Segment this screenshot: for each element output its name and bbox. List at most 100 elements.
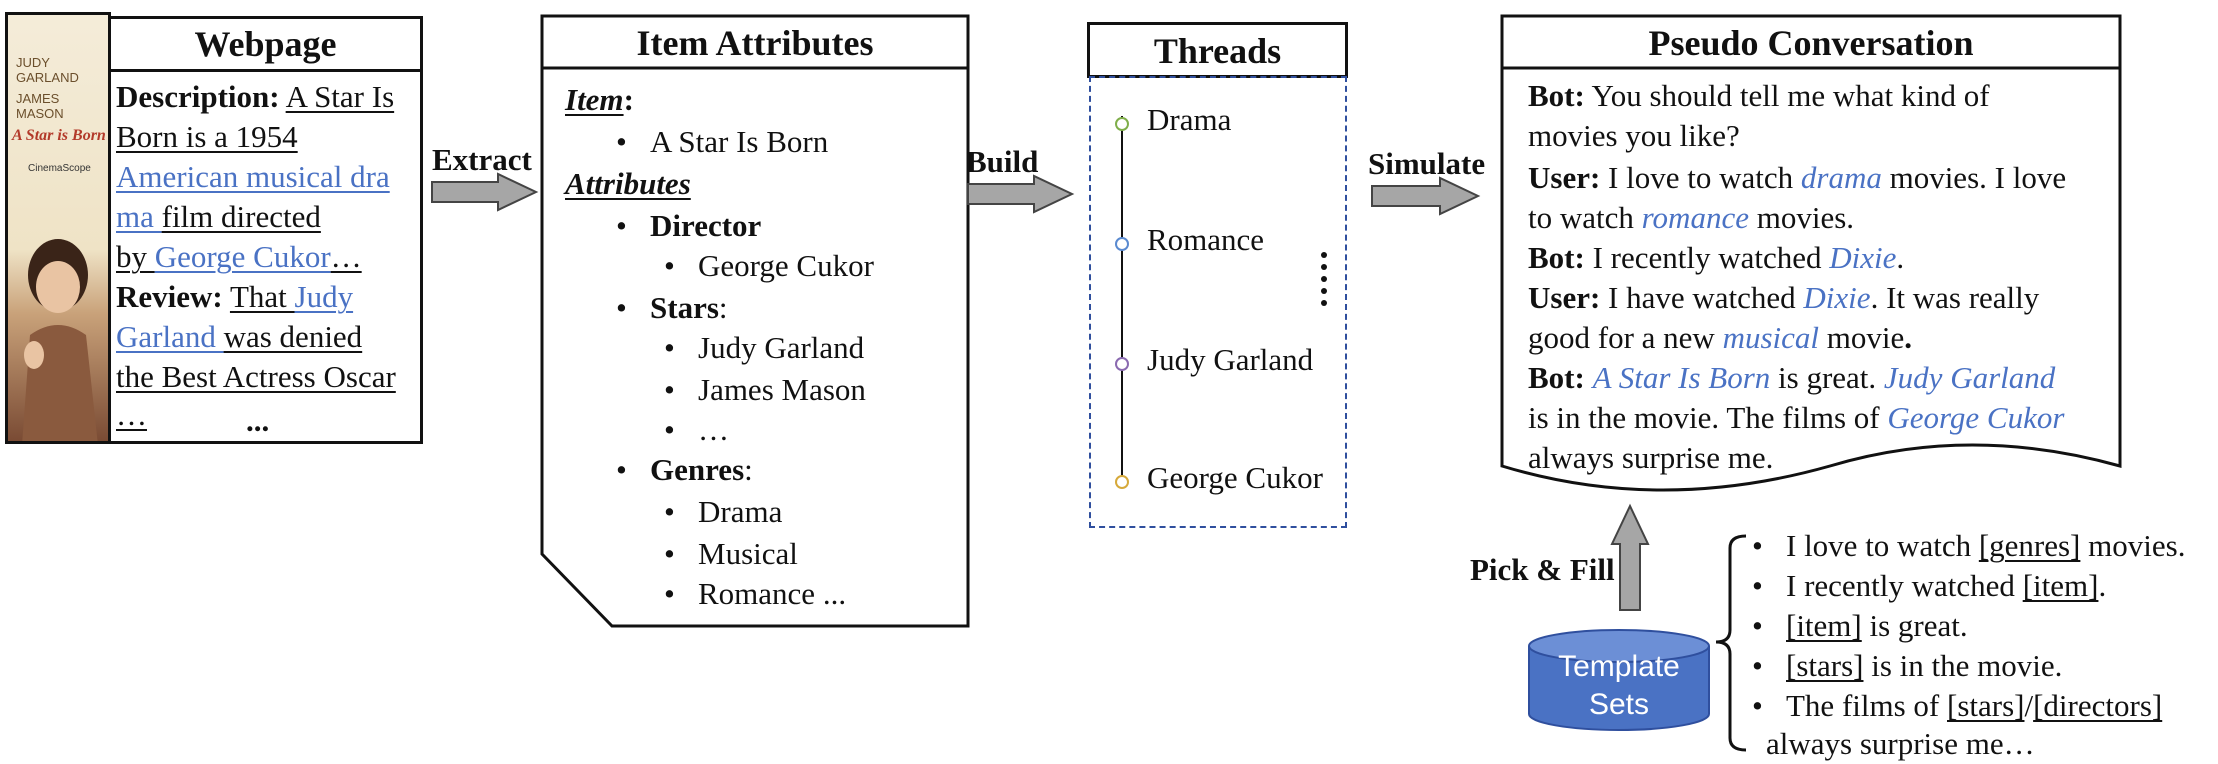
- t3-text-b: is great.: [1861, 608, 1968, 643]
- desc-text-4: film directed: [161, 199, 321, 234]
- webpage-link-judy[interactable]: Judy: [294, 279, 354, 314]
- conv-user2-line1: User: I have watched Dixie. It was reall…: [1528, 278, 2039, 318]
- template-item-5: •The films of [stars]/[directors]: [1752, 688, 2163, 723]
- director-row: •Director: [616, 208, 762, 243]
- user1-drama: drama: [1800, 160, 1882, 195]
- webpage-review-line3: the Best Actress Oscar: [116, 359, 396, 394]
- thread-node-romance: [1115, 237, 1129, 251]
- genres-row: •Genres:: [616, 452, 753, 487]
- t2-text-a: I recently watched: [1786, 568, 2023, 603]
- curly-brace: [1715, 534, 1747, 752]
- conv-user1-line1: User: I love to watch drama movies. I lo…: [1528, 158, 2066, 198]
- user2-text-d: movie: [1819, 320, 1905, 355]
- genre-item: •Romance ...: [664, 576, 847, 611]
- pick-fill-arrow: [1610, 503, 1650, 611]
- t1-text-b: movies.: [2080, 528, 2186, 563]
- user2-text-e: .: [1904, 320, 1912, 355]
- director-value-row: •George Cukor: [664, 248, 874, 283]
- conv-bot3-line3: always surprise me.: [1528, 440, 1774, 475]
- bot2-text-a: I recently watched: [1592, 240, 1830, 275]
- webpage-link-garland[interactable]: Garland: [116, 319, 224, 354]
- template-item-3: •[item] is great.: [1752, 608, 1968, 643]
- poster-text-2: JAMES MASON: [16, 91, 64, 121]
- bot3-cukor: George Cukor: [1887, 400, 2065, 435]
- bot2-dixie: Dixie: [1829, 240, 1897, 275]
- desc-ellipsis: …: [330, 239, 362, 274]
- user2-text-c: good for a new: [1528, 320, 1723, 355]
- webpage-review-line1: Review: That Judy: [116, 277, 353, 317]
- threads-box: [1089, 76, 1347, 528]
- bot1-text-1: You should tell me what kind of: [1591, 78, 1990, 113]
- thread-item-judy: Judy Garland: [1147, 342, 1314, 377]
- user1-text-b: movies. I love: [1881, 160, 2067, 195]
- t5-text-a: The films of: [1786, 688, 1947, 723]
- genre-item: •Musical: [664, 536, 798, 571]
- webpage-desc-line2: Born is a 1954: [116, 119, 298, 154]
- thread-node-cukor: [1115, 475, 1129, 489]
- thread-node-judy: [1115, 357, 1129, 371]
- simulate-arrow: [1371, 176, 1481, 216]
- pick-fill-label: Pick & Fill: [1470, 552, 1615, 587]
- template-item-2: •I recently watched [item].: [1752, 568, 2107, 603]
- item-value: A Star Is Born: [650, 124, 829, 159]
- webpage-link-drama-cont[interactable]: ma: [116, 199, 162, 234]
- bot2-text-b: .: [1896, 240, 1905, 275]
- item-label: Item: [565, 82, 624, 117]
- attributes-title: Item Attributes: [636, 23, 874, 63]
- template-item-5-cont: always surprise me…: [1766, 726, 2035, 761]
- webpage-more: ...: [246, 403, 270, 438]
- item-value-row: •A Star Is Born: [616, 124, 829, 159]
- genre-2: Musical: [698, 536, 798, 571]
- conv-bot1-line1: Bot: You should tell me what kind of: [1528, 76, 1990, 116]
- slot-stars: [stars]: [1947, 688, 2025, 723]
- star-2: James Mason: [698, 372, 866, 407]
- user1-text-c: to watch: [1528, 200, 1642, 235]
- bot3-text-a: is great.: [1770, 360, 1884, 395]
- conv-bot3-line1: Bot: A Star Is Born is great. Judy Garla…: [1528, 358, 2055, 398]
- star-1: Judy Garland: [698, 330, 865, 365]
- stars-label: Stars: [650, 290, 719, 325]
- vertical-ellipsis-icon: [1321, 252, 1327, 306]
- user-label: User:: [1528, 160, 1601, 195]
- user1-text-d: movies.: [1748, 200, 1855, 235]
- webpage-link-cukor[interactable]: George Cukor: [154, 239, 331, 274]
- webpage-review-line2: Garland was denied: [116, 317, 362, 357]
- template-label-line1: Template: [1558, 650, 1680, 683]
- poster-title: A Star is Born: [12, 127, 106, 144]
- item-heading: Item:: [565, 82, 634, 117]
- genre-item: •Drama: [664, 494, 783, 529]
- thread-item-cukor: George Cukor: [1147, 460, 1323, 495]
- conversation-box-outline: [1500, 14, 2122, 492]
- webpage-desc-line5: by George Cukor…: [116, 237, 362, 277]
- user1-text-a: I love to watch: [1608, 160, 1801, 195]
- slot-item: [item]: [1786, 608, 1862, 643]
- threads-header: Threads: [1087, 22, 1348, 78]
- template-item-1: •I love to watch [genres] movies.: [1752, 528, 2186, 563]
- bot-label: Bot:: [1528, 360, 1585, 395]
- star-3: …: [698, 412, 729, 447]
- bot3-text-b: is in the movie. The films of: [1528, 400, 1888, 435]
- webpage-box: Webpage Description: A Star Is Born is a…: [108, 16, 423, 444]
- webpage-link-musical-drama[interactable]: American musical dra: [116, 159, 390, 194]
- thread-item-drama: Drama: [1147, 102, 1232, 137]
- poster-figure: [22, 239, 98, 441]
- build-arrow: [967, 174, 1075, 214]
- webpage-review-line4: …: [116, 397, 147, 432]
- conv-bot3-line2: is in the movie. The films of George Cuk…: [1528, 398, 2064, 438]
- movie-poster: JUDY GARLAND JAMES MASON A Star is Born …: [5, 12, 111, 444]
- attributes-box-outline: [540, 14, 970, 628]
- slot-genres: [genres]: [1978, 528, 2081, 563]
- user2-musical: musical: [1722, 320, 1819, 355]
- bot3-judy: Judy Garland: [1883, 360, 2056, 395]
- desc-text-1: A Star Is: [285, 79, 395, 114]
- template-item-4: •[stars] is in the movie.: [1752, 648, 2063, 683]
- desc-text-5: by: [116, 239, 155, 274]
- build-label: Build: [966, 144, 1039, 179]
- genres-label: Genres: [650, 452, 745, 487]
- user2-text-a: I have watched: [1608, 280, 1804, 315]
- conversation-title: Pseudo Conversation: [1648, 23, 1974, 63]
- threads-title: Threads: [1153, 31, 1282, 71]
- thread-item-romance: Romance: [1147, 222, 1265, 257]
- star-item: •Judy Garland: [664, 330, 865, 365]
- extract-label: Extract: [432, 142, 532, 177]
